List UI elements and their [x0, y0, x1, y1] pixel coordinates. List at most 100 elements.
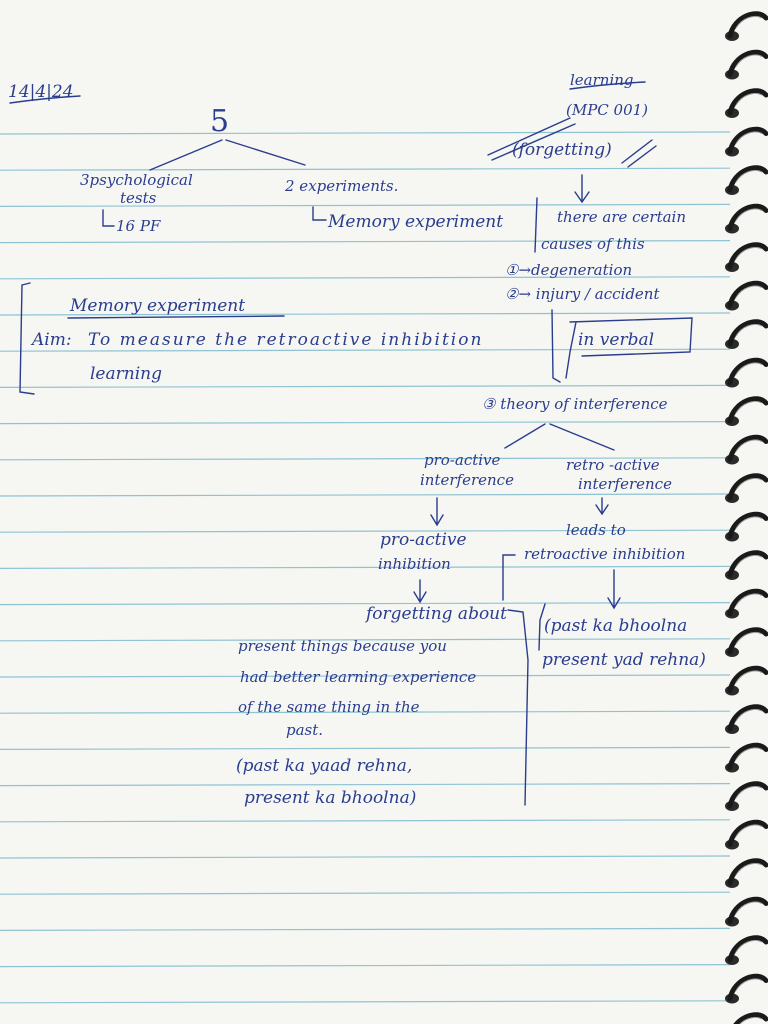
pro-active-2: interference	[420, 471, 514, 489]
strike-3	[621, 139, 653, 164]
spiral-ring	[725, 203, 768, 234]
spiral-ring	[725, 935, 768, 965]
aim-line-2: learning	[90, 364, 162, 384]
spiral-ring	[725, 858, 768, 888]
rule-line	[0, 963, 731, 968]
causes-line-1: there are certain	[557, 208, 687, 226]
aim-label: Aim:	[32, 330, 72, 350]
strike-2	[491, 123, 576, 161]
cause-interference: ③ theory of interference	[482, 395, 668, 413]
spiral-ring	[725, 434, 768, 465]
topic-label: (forgetting)	[512, 140, 612, 160]
hindi-retro-bracket	[538, 603, 546, 651]
learning-underline	[569, 81, 646, 90]
rule-line	[0, 782, 731, 787]
leads-to: leads to	[566, 521, 626, 539]
spiral-ring	[725, 511, 768, 542]
rule-line	[0, 638, 731, 642]
divider-bracket	[534, 197, 538, 253]
rule-line	[0, 312, 731, 316]
memory-underline	[67, 315, 285, 319]
spiral-ring	[725, 473, 768, 503]
rule-line	[0, 855, 731, 859]
memory-bracket	[19, 282, 35, 395]
spiral-ring	[725, 665, 768, 696]
rule-line	[0, 891, 731, 895]
hindi-retro-line-2: present yad rehna)	[542, 650, 706, 670]
rule-line	[0, 203, 731, 207]
rule-line	[0, 927, 731, 932]
arrow-16pf	[102, 209, 115, 227]
pro-inhibition-1: pro-active	[380, 530, 467, 550]
spiral-binding	[725, 11, 768, 1024]
verbal-box	[565, 317, 693, 379]
rule-line	[0, 384, 731, 388]
pro-active-1: pro-active	[424, 451, 501, 469]
spiral-ring	[725, 280, 768, 311]
memory-heading: Memory experiment	[70, 296, 246, 316]
explain-line-2: had better learning experience	[240, 668, 477, 686]
rule-line	[0, 167, 731, 171]
spiral-ring	[733, 1012, 768, 1024]
rule-line	[0, 710, 731, 714]
arrow-forgetting	[574, 174, 590, 204]
cause-degeneration: ①→degeneration	[505, 261, 633, 279]
rule-line	[0, 421, 731, 425]
spiral-ring	[725, 126, 768, 157]
causes-line-2: causes of this	[541, 235, 645, 253]
spiral-ring	[725, 165, 768, 195]
rule-line	[0, 746, 731, 751]
pro-inhibition-2: inhibition	[378, 555, 451, 573]
item-16pf: 16 PF	[116, 217, 161, 235]
retro-active-2: interference	[578, 475, 672, 493]
spiral-ring	[725, 819, 768, 850]
rule-line	[0, 240, 731, 244]
spiral-ring	[725, 550, 768, 580]
explain-line-1: present things because you	[238, 637, 447, 655]
spiral-ring	[725, 242, 768, 272]
branch-psych-tests-2: tests	[120, 189, 157, 207]
aim-text: To measure the retroactive inhibition	[88, 330, 484, 350]
branch-experiments: 2 experiments.	[285, 177, 399, 195]
explain-line-3: of the same thing in the	[238, 698, 420, 716]
spiral-ring	[725, 88, 768, 118]
count-number: 5	[210, 104, 230, 139]
spiral-ring	[725, 357, 768, 388]
spiral-ring	[725, 973, 768, 1004]
aim-tail: in verbal	[578, 330, 655, 350]
item-memory-experiment: Memory experiment	[328, 212, 504, 232]
rule-line	[0, 674, 731, 678]
retro-inhibition: retroactive inhibition	[524, 545, 686, 563]
hindi-pro-line-1: (past ka yaad rehna,	[236, 756, 413, 776]
spiral-ring	[725, 588, 768, 619]
rule-line	[0, 529, 731, 533]
arrow-pro-inhibit	[413, 579, 427, 604]
rule-line	[0, 276, 731, 280]
spiral-ring	[725, 396, 768, 426]
hindi-pro-line-2: present ka bhoolna)	[244, 788, 417, 808]
rule-line	[0, 565, 731, 570]
strike-1	[487, 117, 571, 156]
rule-line	[0, 131, 731, 135]
spiral-ring	[725, 781, 768, 811]
retro-active-1: retro -active	[566, 456, 660, 474]
spiral-ring	[725, 704, 768, 734]
subject-label: learning	[570, 71, 634, 89]
spiral-ring	[725, 11, 768, 41]
rule-line	[0, 457, 731, 461]
subject-code: (MPC 001)	[566, 101, 649, 119]
rule-line	[0, 601, 731, 606]
rule-line	[0, 819, 731, 823]
rule-line	[0, 1000, 731, 1004]
spiral-ring	[725, 627, 768, 657]
arrow-causes	[551, 309, 561, 383]
forgetting-about: forgetting about	[366, 604, 507, 624]
rule-line	[0, 348, 731, 352]
strike-4	[627, 145, 657, 168]
arrow-pro	[430, 497, 444, 527]
spiral-ring	[725, 319, 768, 349]
arrow-retro-inhibit	[607, 569, 621, 610]
spiral-ring	[725, 742, 768, 773]
